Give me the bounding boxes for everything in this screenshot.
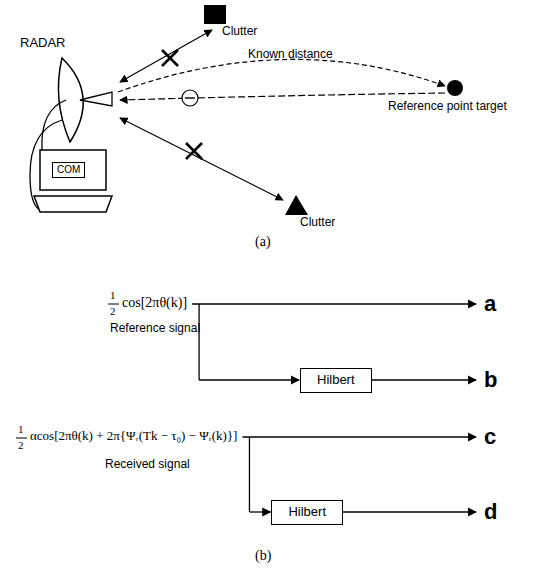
box-text: Hilbert [317,373,355,388]
screen-box: COM [52,162,85,178]
return-path [120,93,445,100]
minus-circle [182,90,198,106]
fraction-bar [108,304,119,305]
object-label: Clutter [300,216,335,230]
fraction-number: 1 [110,289,116,302]
signal-wire [372,379,476,380]
cross-mark [162,50,178,66]
device-label: RADAR [20,36,66,51]
signal-wire [192,303,476,304]
feed-horn [80,92,112,106]
branch-wire [249,437,250,512]
clutter-triangle [285,195,308,215]
branch-wire [199,379,299,380]
distance-label: Known distance [248,48,333,62]
branch-wire [198,304,199,380]
monitor [40,150,106,190]
branch-wire [249,511,270,512]
fraction-number: 1 [18,423,24,436]
reference-path [118,59,445,92]
output-name: c [484,424,496,449]
cross-mark [162,50,178,66]
clutter-path [120,30,212,82]
signal-name: Received signal [105,458,190,472]
reference-target [447,80,463,96]
radar-dish [58,58,83,142]
object-label: Clutter [222,25,257,39]
output-name: b [484,367,497,392]
minus-sign [185,97,195,98]
output-name: d [484,499,497,524]
fraction-number: 2 [18,439,24,452]
output-name: a [484,291,496,316]
signal-wire [343,511,476,512]
radar-mount [42,100,66,150]
signal-formula: αcos[2πθ(k) + 2π{Ψᵣ(Tk − τ₀) − Ψᵣ(k)}] [30,429,237,444]
panel-caption: (a) [255,234,271,250]
object-label: Reference point target [388,100,507,114]
signal-wire [242,436,476,437]
box-text: Hilbert [288,505,326,520]
cross-mark [186,143,202,159]
cross-mark [186,143,202,159]
fraction-number: 2 [110,305,116,318]
hilbert-box: Hilbert [271,500,343,525]
hilbert-box: Hilbert [300,368,372,393]
keyboard [34,196,112,212]
box-text: COM [57,164,80,176]
signal-formula: cos[2πθ(k)] [122,295,187,311]
clutter-path [120,118,283,200]
signal-name: Reference signal [110,322,200,336]
panel-caption: (b) [255,548,271,564]
clutter-square [204,5,226,24]
fraction-bar [16,438,27,439]
